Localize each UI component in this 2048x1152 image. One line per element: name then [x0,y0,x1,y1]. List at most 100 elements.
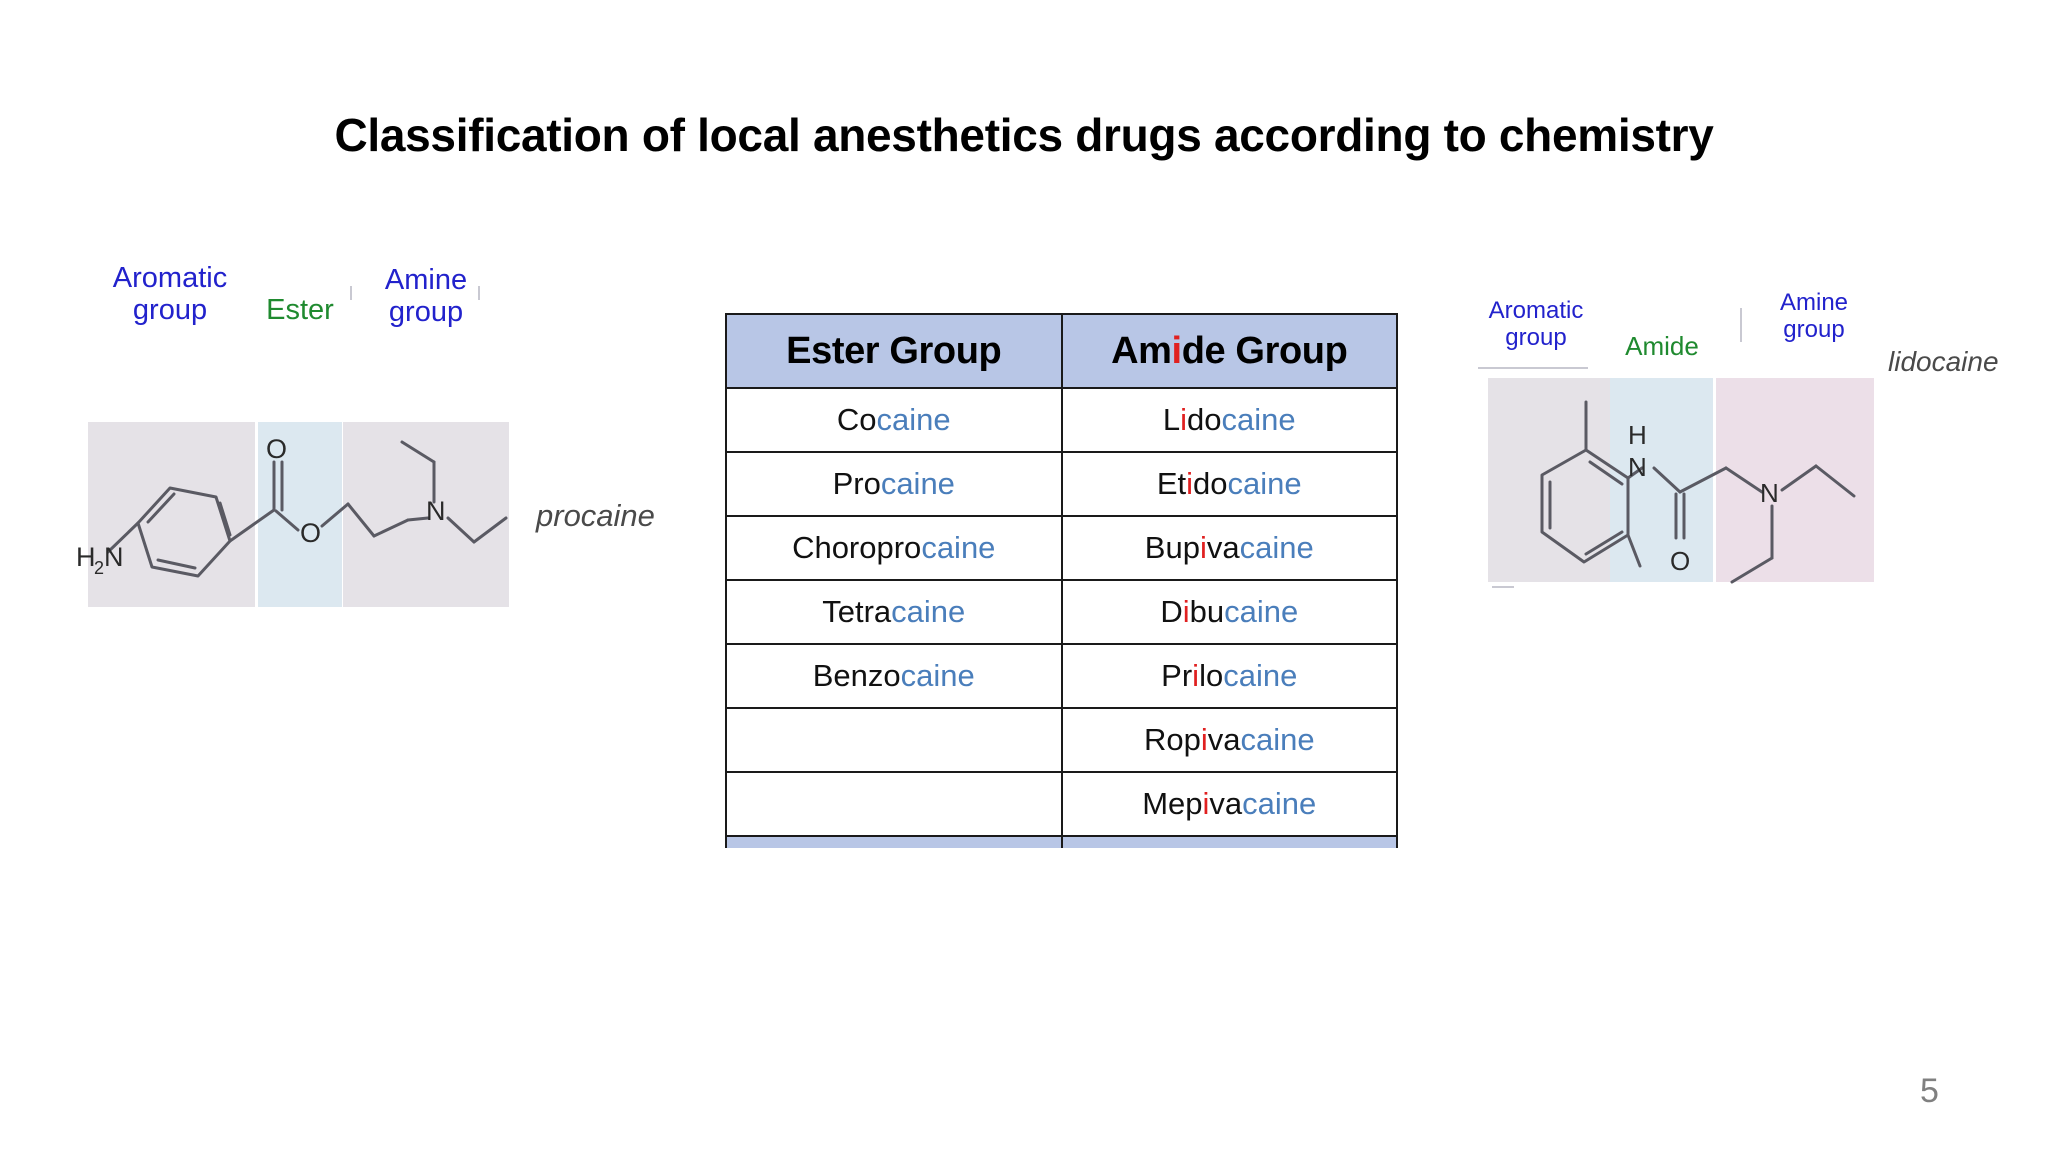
svg-text:H: H [1628,420,1647,450]
ester-prefix: Pro [832,466,881,501]
header-text-amide-i: i [1171,329,1183,372]
svg-text:2: 2 [94,558,104,578]
svg-text:O: O [300,518,321,548]
ester-suffix: caine [876,402,951,437]
cell-ester-procaine: Procaine [725,451,1063,517]
amide-p2: do [1193,466,1228,501]
page-number: 5 [1920,1072,1939,1110]
ester-prefix: Co [836,402,877,437]
amide-p2: va [1209,786,1243,821]
cell-clipped-left [725,835,1063,848]
amide-p2: do [1187,402,1222,437]
svg-text:O: O [1670,546,1690,576]
ester-prefix: Choropro [792,530,922,565]
drug-classification-table: Ester Group Amide Group Cocaine Lidocain… [725,313,1398,848]
svg-text:O: O [266,434,287,464]
cell-amide-mepivacaine: Mepivacaine [1060,771,1398,837]
amide-p2: va [1207,722,1241,757]
procaine-aromatic-group-label: Aromatic group [112,262,228,327]
amide-p3: caine [1242,786,1317,821]
amide-p3: caine [1221,402,1296,437]
lidocaine-skeleton-drawing: H N O N [1540,400,1856,584]
amide-p1: i [1200,722,1208,757]
procaine-ester-label: Ester [266,294,334,326]
amide-p1: i [1199,530,1207,565]
amide-p3: caine [1223,658,1298,693]
procaine-amine-group-label: Amine group [384,264,468,329]
cell-ester-empty-1 [725,707,1063,773]
amide-p0: Et [1156,466,1187,501]
table-header-amide-group: Amide Group [1060,313,1398,389]
cell-ester-empty-2 [725,771,1063,837]
amide-p0: Rop [1143,722,1201,757]
ester-suffix: caine [921,530,996,565]
table-row: Tetracaine Dibucaine [725,579,1398,645]
amide-p0: Mep [1142,786,1203,821]
ester-prefix: Tetra [822,594,892,629]
procaine-molecule-name: procaine [536,498,655,533]
ester-prefix: Benzo [812,658,901,693]
table-row: Choroprocaine Bupivacaine [725,515,1398,581]
amide-p3: caine [1240,722,1315,757]
lidocaine-amine-group-label: Amine group [1779,289,1849,343]
ester-suffix: caine [900,658,975,693]
table-row: Procaine Etidocaine [725,451,1398,517]
amide-p0: Bup [1144,530,1200,565]
cell-ester-cocaine: Cocaine [725,387,1063,453]
procaine-skeleton-drawing: H 2 N O O N [76,434,508,578]
aromatic-label-underline [1478,367,1588,369]
cell-ester-tetracaine: Tetracaine [725,579,1063,645]
tick-mark-left [350,286,352,300]
svg-text:H: H [76,542,96,572]
page-title: Classification of local anesthetics drug… [334,109,1714,161]
amide-p1: i [1180,402,1188,437]
amide-p2: bu [1189,594,1225,629]
amide-p3: caine [1239,530,1314,565]
cell-clipped-right [1060,835,1398,848]
table-row: Cocaine Lidocaine [725,387,1398,453]
lidocaine-structure-figure: H N O N Aromatic group Amide Amine group… [1450,289,2048,630]
table-row: Ropivacaine [725,707,1398,773]
amide-p2: lo [1199,658,1224,693]
clipped-artifact-mark [1492,586,1514,588]
amide-p1: i [1186,466,1194,501]
amide-p2: va [1206,530,1240,565]
svg-text:N: N [1628,452,1647,482]
aromatic-group-shading [1488,378,1610,582]
lidocaine-aromatic-group-label: Aromatic group [1488,297,1584,351]
ester-group-shading [258,422,342,607]
cell-amide-dibucaine: Dibucaine [1060,579,1398,645]
table-header-row: Ester Group Amide Group [725,313,1398,389]
amide-p3: caine [1227,466,1302,501]
table-header-ester-group: Ester Group [725,313,1063,389]
svg-text:N: N [426,496,446,526]
cell-amide-lidocaine: Lidocaine [1060,387,1398,453]
lidocaine-molecule-name: lidocaine [1888,346,1999,377]
cell-amide-etidocaine: Etidocaine [1060,451,1398,517]
amide-p0: Pr [1161,658,1193,693]
header-text-amide-b: de Group [1181,329,1348,372]
ester-suffix: caine [891,594,966,629]
table-row: Benzocaine Prilocaine [725,643,1398,709]
amide-p1: i [1192,658,1200,693]
amide-p0: D [1160,594,1183,629]
aromatic-group-shading [88,422,255,607]
amide-p3: caine [1224,594,1299,629]
procaine-structure-figure: H 2 N O O N Aromatic group Ester Amine g… [30,230,670,630]
header-text-ester: Ester Group [786,329,1002,372]
svg-text:N: N [104,542,124,572]
tick-mark-divider [1740,308,1742,342]
cell-ester-benzocaine: Benzocaine [725,643,1063,709]
svg-text:N: N [1760,478,1779,508]
cell-amide-ropivacaine: Ropivacaine [1060,707,1398,773]
amide-p1: i [1202,786,1210,821]
amine-group-shading [343,422,509,607]
cell-amide-prilocaine: Prilocaine [1060,643,1398,709]
lidocaine-amide-label: Amide [1625,331,1699,361]
table-row-clipped [725,835,1398,848]
ester-suffix: caine [880,466,955,501]
cell-amide-bupivacaine: Bupivacaine [1060,515,1398,581]
cell-ester-choroprocaine: Choroprocaine [725,515,1063,581]
header-text-amide-a: Am [1111,329,1172,372]
